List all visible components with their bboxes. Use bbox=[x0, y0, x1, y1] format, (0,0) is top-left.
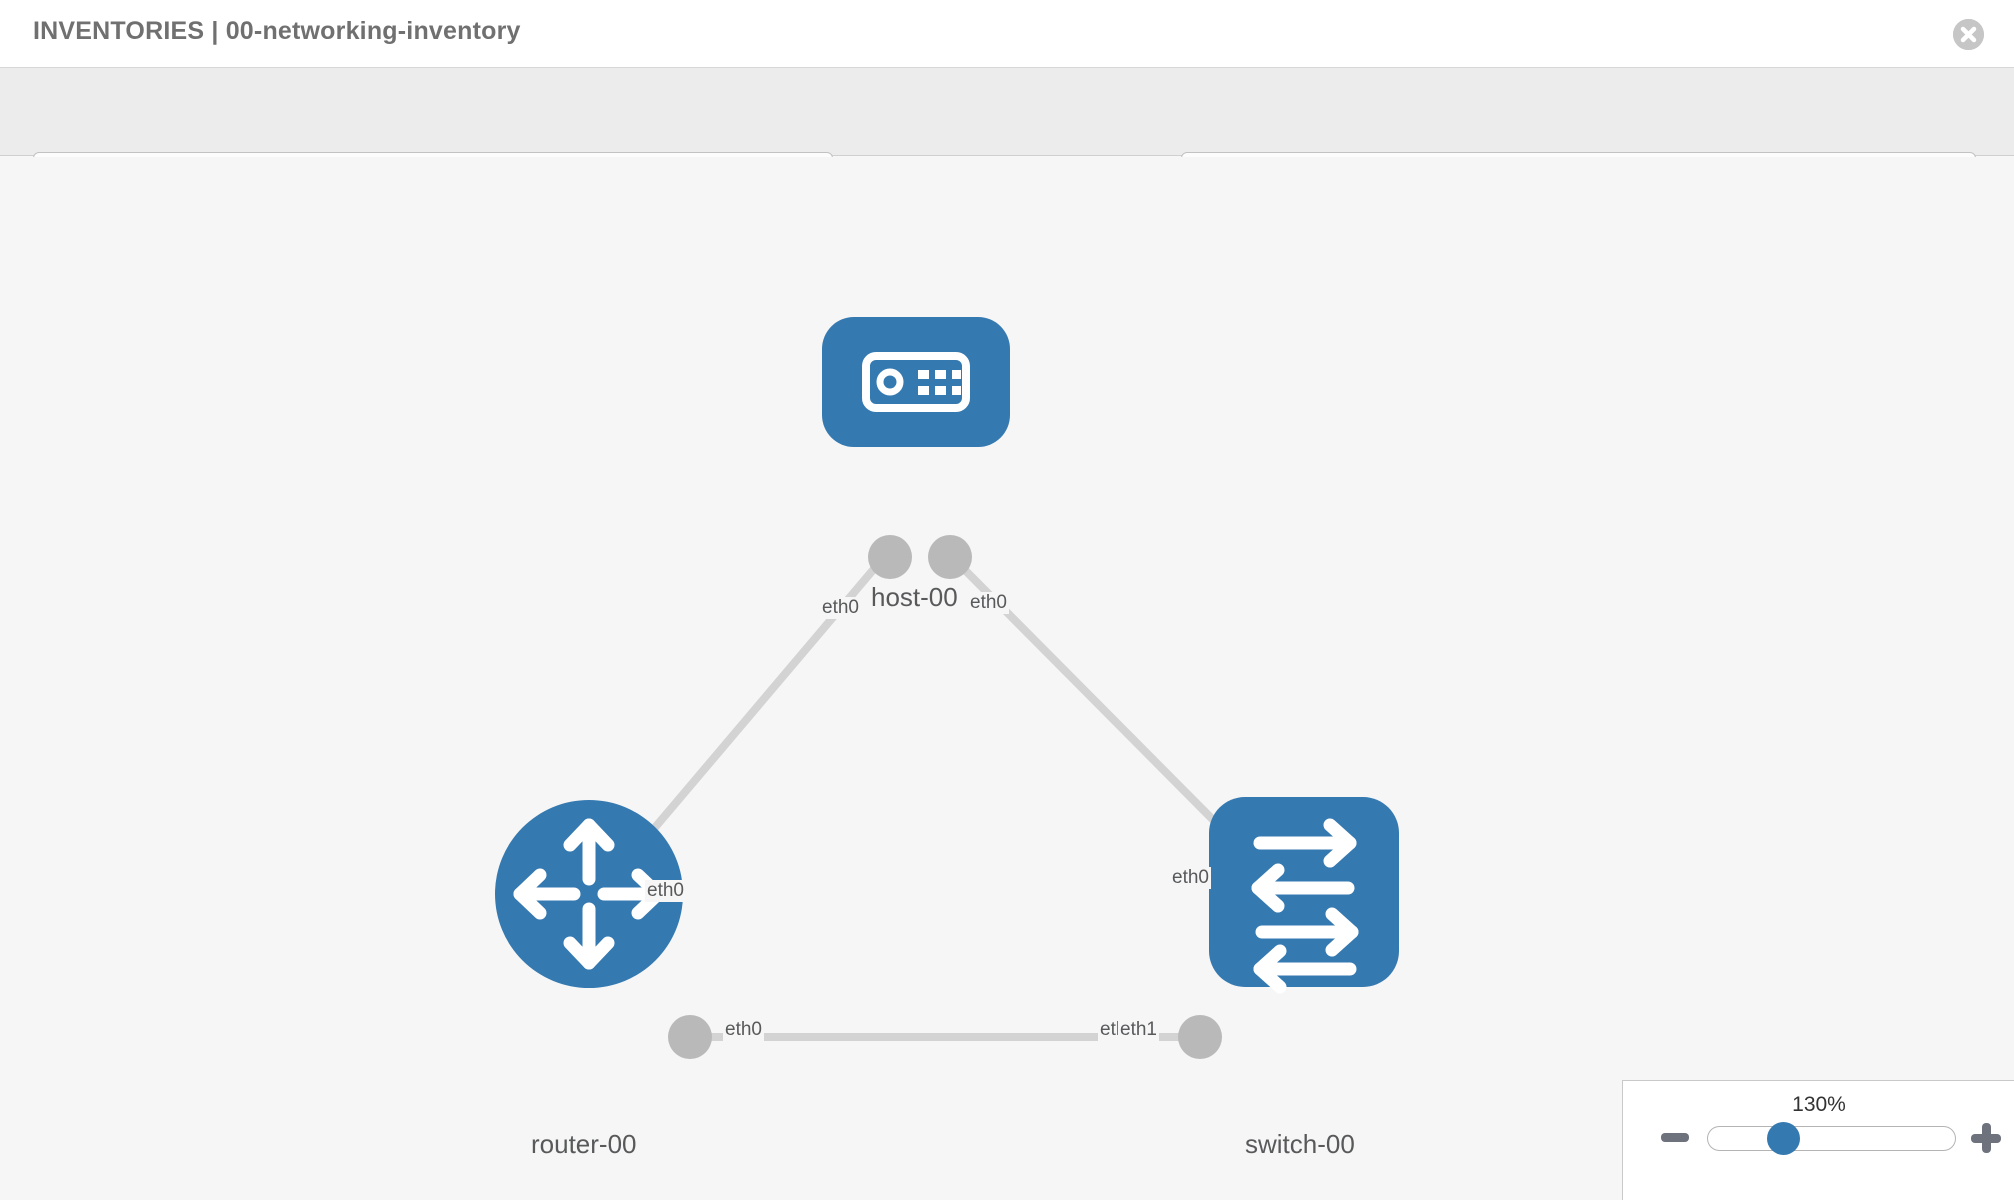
iface-label-host-right: eth0 bbox=[968, 592, 1009, 614]
zoom-out-button[interactable] bbox=[1661, 1133, 1689, 1142]
connector-host-left bbox=[868, 535, 912, 579]
zoom-level-value: 130% bbox=[1792, 1093, 1846, 1116]
zoom-control-panel: 130% bbox=[1622, 1080, 2014, 1200]
topology-canvas[interactable]: host-00 router-00 switch-00 eth0 eth0 et… bbox=[0, 157, 2014, 1200]
node-label-router-00: router-00 bbox=[529, 1129, 639, 1160]
node-label-switch-00: switch-00 bbox=[1243, 1129, 1357, 1160]
iface-label-host-left: eth0 bbox=[820, 597, 861, 619]
zoom-in-button[interactable] bbox=[1971, 1123, 2001, 1153]
switch-icon bbox=[1251, 818, 1359, 994]
topology-connectors bbox=[668, 535, 1254, 1059]
iface-label-router-up: eth0 bbox=[645, 880, 686, 902]
zoom-slider-thumb[interactable] bbox=[1767, 1122, 1800, 1155]
iface-label-router-right: eth0 bbox=[723, 1019, 764, 1041]
connector-host-right bbox=[928, 535, 972, 579]
iface-label-switch-left-eth1: eth1 bbox=[1118, 1019, 1159, 1041]
page-title: INVENTORIES | 00-networking-inventory bbox=[33, 17, 521, 45]
connector-switch-left bbox=[1178, 1015, 1222, 1059]
node-switch-00[interactable] bbox=[1209, 797, 1399, 994]
toolbar: ACTIONS SEARCH bbox=[0, 68, 2014, 208]
iface-label-switch-up: eth0 bbox=[1170, 867, 1211, 889]
page-header: INVENTORIES | 00-networking-inventory bbox=[0, 0, 2014, 68]
node-label-host-00: host-00 bbox=[869, 582, 960, 613]
connector-router-right bbox=[668, 1015, 712, 1059]
zoom-slider-track[interactable] bbox=[1707, 1126, 1956, 1151]
node-host-00[interactable] bbox=[822, 317, 1010, 447]
topology-edges bbox=[626, 554, 1243, 1041]
topology-graph bbox=[495, 317, 1399, 1059]
close-icon[interactable] bbox=[1953, 19, 1984, 50]
server-icon bbox=[862, 352, 970, 412]
